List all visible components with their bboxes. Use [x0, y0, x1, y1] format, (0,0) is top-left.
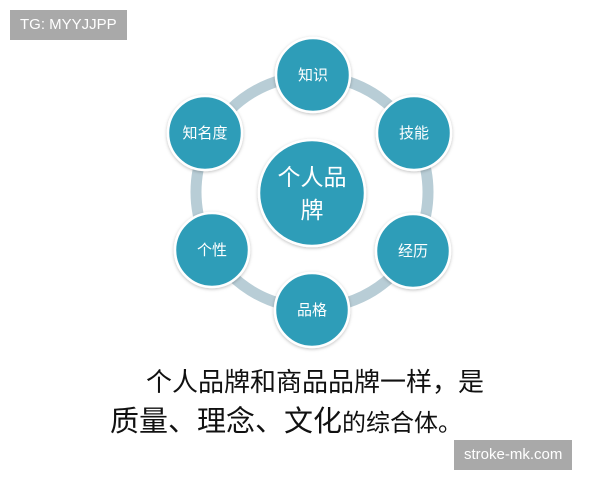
center-label-line2: 牌 — [301, 198, 324, 224]
caption-line-2: 质量、理念、文化的综合体。 — [110, 398, 462, 440]
caption-tail: 的综合体。 — [342, 409, 463, 437]
node-skills: 技能 — [375, 94, 453, 172]
node-experience: 经历 — [374, 212, 452, 290]
node-label: 知识 — [298, 66, 328, 84]
node-reputation: 知名度 — [166, 94, 244, 172]
node-label: 个性 — [197, 241, 227, 259]
caption-line-1: 个人品牌和商品品牌一样，是 — [145, 368, 484, 398]
node-personality: 个性 — [173, 211, 251, 289]
watermark-top-left: TG: MYYJJPP — [10, 10, 127, 40]
caption-emphasis: 质量、理念、文化 — [110, 404, 343, 438]
node-label: 经历 — [398, 242, 428, 260]
node-character: 品格 — [273, 271, 351, 349]
node-knowledge: 知识 — [274, 36, 352, 114]
center-label-line1: 个人品 — [278, 165, 347, 191]
node-label: 品格 — [297, 301, 327, 319]
center-node: 个人品 牌 — [257, 138, 367, 248]
watermark-bottom-right: stroke-mk.com — [454, 440, 573, 470]
node-label: 知名度 — [182, 124, 227, 142]
node-label: 技能 — [399, 124, 429, 142]
